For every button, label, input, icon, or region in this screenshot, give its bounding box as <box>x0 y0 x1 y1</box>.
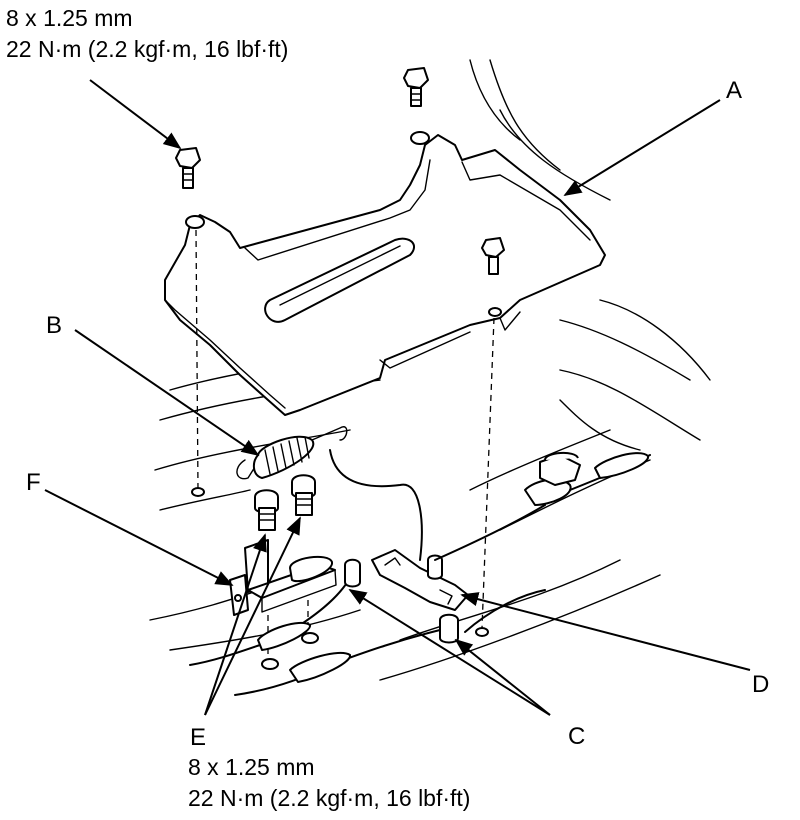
leader-c-2 <box>454 638 551 716</box>
callout-e: E <box>190 724 206 751</box>
parking-brake-cables-c <box>189 558 546 696</box>
leader-torque-top <box>89 79 182 150</box>
leader-a <box>563 99 721 196</box>
leader-e-1 <box>204 533 267 716</box>
callout-f: F <box>26 469 41 496</box>
bolt-e-left <box>254 489 279 531</box>
spring-cable <box>329 449 423 561</box>
leader-b <box>74 329 260 457</box>
bolt-e-right <box>291 474 316 516</box>
torque-spec-bottom-line2: 22 N·m (2.2 kgf·m, 16 lbf·ft) <box>188 785 470 811</box>
leader-d <box>460 592 751 671</box>
bracket-plate-a <box>164 131 606 416</box>
bolt-right <box>481 237 505 275</box>
rear-cable-assembly <box>434 452 651 561</box>
callout-b: B <box>46 312 62 339</box>
lever-bracket-f <box>229 539 337 616</box>
leader-f <box>44 489 234 586</box>
torque-spec-bottom-line1: 8 x 1.25 mm <box>188 754 315 780</box>
spring-b <box>236 426 348 480</box>
callout-d: D <box>752 671 769 698</box>
bolt-top-left <box>175 147 201 189</box>
torque-spec-top-line1: 8 x 1.25 mm <box>6 5 133 31</box>
floor-hole-bracket-1 <box>261 658 279 670</box>
floor-hole-bracket-2 <box>301 632 319 644</box>
leader-c-1 <box>348 589 551 716</box>
bolt-top-center <box>403 67 429 107</box>
leader-e-2 <box>204 516 301 716</box>
torque-spec-top-line2: 22 N·m (2.2 kgf·m, 16 lbf·ft) <box>6 36 288 62</box>
floor-hole-left <box>191 487 205 497</box>
floor-hole-right <box>475 627 489 637</box>
callout-c: C <box>568 723 585 750</box>
callout-a: A <box>726 77 742 104</box>
